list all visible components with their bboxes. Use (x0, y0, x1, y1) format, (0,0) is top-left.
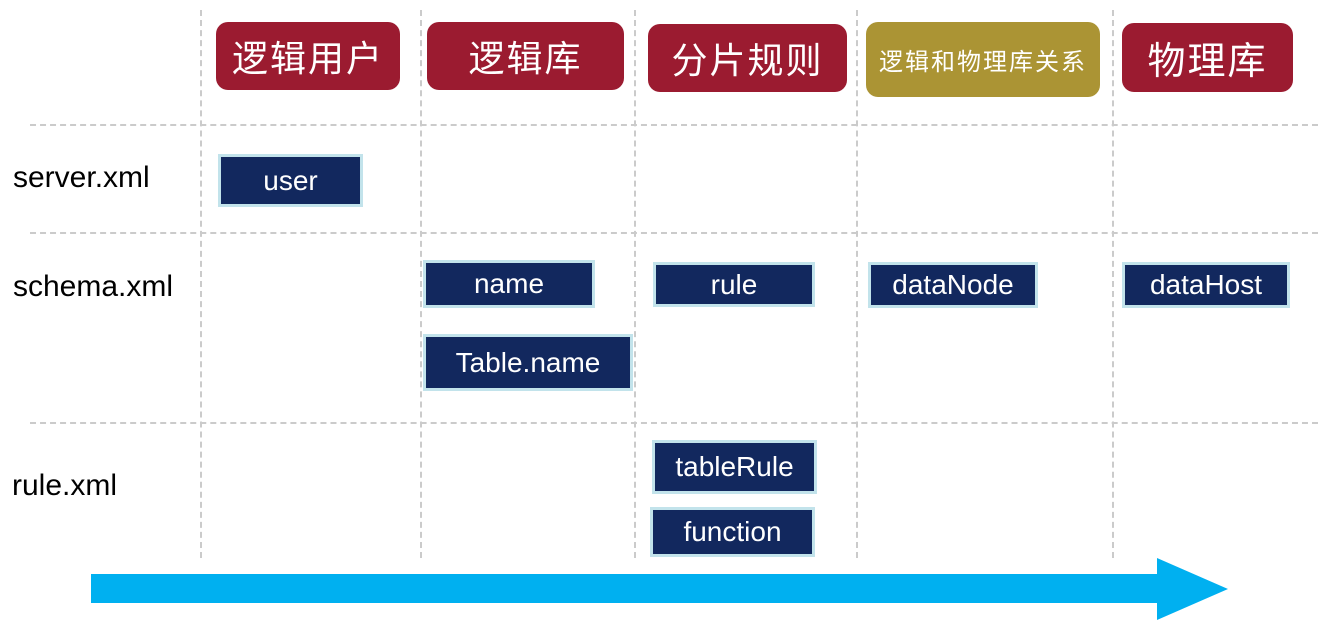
item-box-datahost: dataHost (1122, 262, 1290, 308)
arrow-head-icon (1157, 558, 1228, 620)
column-header-physical-db: 物理库 (1122, 23, 1293, 92)
item-box-tablerule: tableRule (652, 440, 817, 494)
grid-hline-3 (30, 422, 1318, 424)
arrow-body (91, 574, 1157, 603)
row-label-server-xml: server.xml (13, 161, 150, 194)
grid-vline-4 (856, 10, 858, 558)
item-box-user: user (218, 154, 363, 207)
grid-hline-2 (30, 232, 1318, 234)
item-box-function: function (650, 507, 815, 557)
item-box-name: name (423, 260, 595, 308)
column-header-logical-schema: 逻辑库 (427, 22, 624, 90)
column-header-sharding-rule: 分片规则 (648, 24, 847, 92)
row-label-schema-xml: schema.xml (13, 270, 174, 303)
item-box-table-name: Table.name (423, 334, 633, 391)
grid-hline-1 (30, 124, 1318, 126)
item-box-datanode: dataNode (868, 262, 1038, 308)
grid-vline-2 (420, 10, 422, 558)
grid-vline-5 (1112, 10, 1114, 558)
column-header-logical-physical-mapping: 逻辑和物理库关系 (866, 22, 1100, 97)
item-box-rule: rule (653, 262, 815, 307)
grid-vline-3 (634, 10, 636, 558)
grid-vline-1 (200, 10, 202, 558)
column-header-logical-user: 逻辑用户 (216, 22, 400, 90)
row-label-rule-xml: rule.xml (12, 469, 118, 502)
